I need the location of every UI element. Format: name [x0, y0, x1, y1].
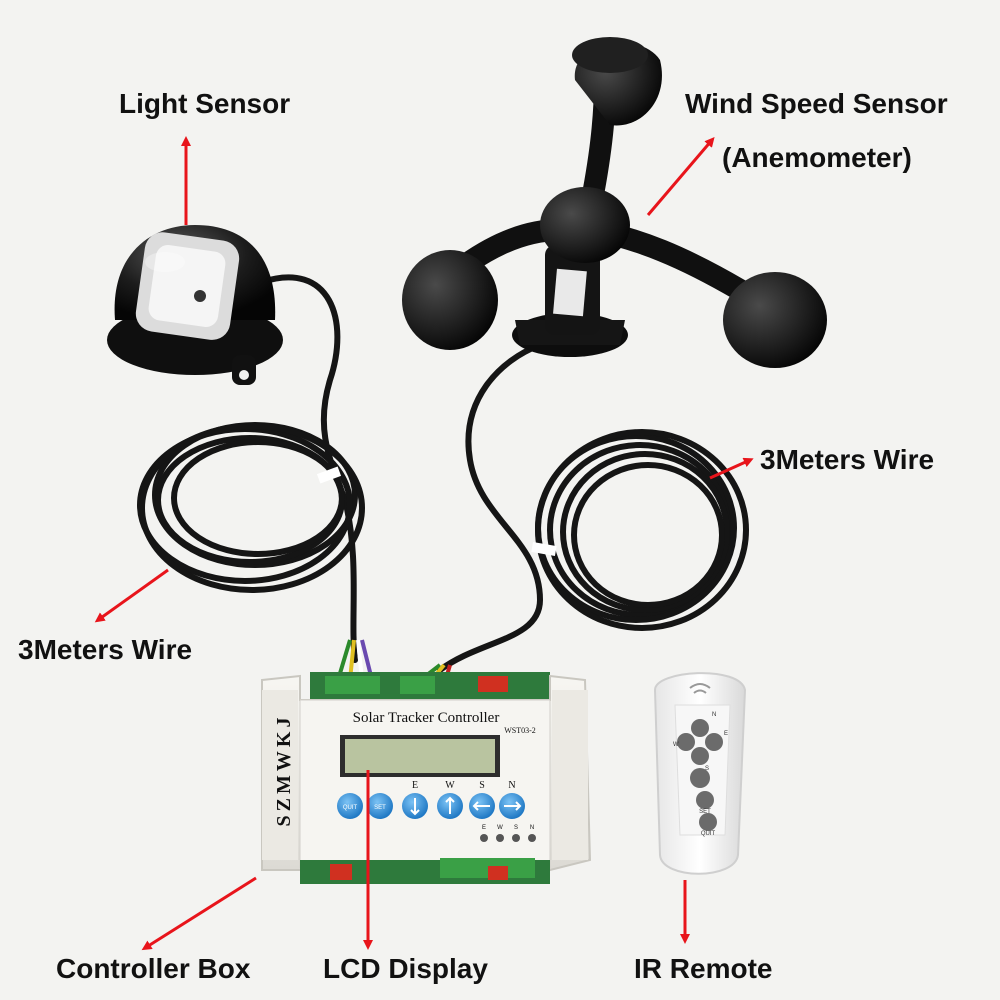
remote-set-button [696, 791, 714, 809]
arrow-wind-sensor [646, 136, 715, 216]
wire-right-label: 3Meters Wire [760, 444, 935, 475]
cable-tie-left [316, 466, 342, 484]
lcd-display-label: LCD Display [323, 953, 488, 984]
led-label-n: N [530, 825, 534, 831]
wind-sensor-label: Wind Speed Sensor [685, 88, 948, 119]
controller-title: Solar Tracker Controller [353, 710, 500, 726]
remote-quit-button [699, 813, 717, 831]
controller-buttons [337, 793, 525, 819]
remote-label-s: S [705, 766, 709, 772]
quit-button [337, 793, 363, 819]
arrow-wire-right [709, 457, 754, 480]
arrow-wire-left [94, 568, 169, 623]
controller-box [261, 672, 592, 884]
light-sensor-cable [137, 274, 365, 663]
dir-label-e: E [412, 780, 418, 791]
remote-center-button [690, 768, 710, 788]
arrow-controller-box [141, 876, 257, 951]
set-button-label: SET [374, 805, 386, 811]
led-label-s: S [514, 825, 518, 831]
anemometer [402, 37, 827, 368]
remote-w-button [677, 733, 695, 751]
ir-remote [653, 672, 747, 875]
controller-box-label: Controller Box [56, 953, 251, 984]
dir-label-s: S [479, 780, 485, 791]
remote-label-e: E [724, 731, 728, 737]
light-sensor-label: Light Sensor [119, 88, 291, 119]
led-label-e: E [482, 825, 486, 831]
set-button [367, 793, 393, 819]
remote-label-w: W [673, 742, 679, 748]
dir-label-w: W [445, 780, 455, 791]
controller-brand: SZMWKJ [273, 714, 295, 827]
wind-sensor-sublabel: (Anemometer) [722, 142, 912, 173]
controller-model: WST03-2 [504, 726, 536, 735]
wire-left-label: 3Meters Wire [18, 634, 193, 665]
quit-button-label: QUIT [343, 805, 358, 811]
dir-label-n: N [508, 780, 515, 791]
remote-s-button [691, 747, 709, 765]
led-label-w: W [497, 825, 503, 831]
remote-quit-label: QUIT [701, 831, 716, 837]
wind-sensor-cable [437, 342, 749, 673]
remote-e-button [705, 733, 723, 751]
cable-tie-right [531, 541, 557, 557]
callout-arrows [94, 136, 754, 951]
light-sensor [107, 225, 283, 385]
ir-remote-label: IR Remote [634, 953, 773, 984]
remote-n-button [691, 719, 709, 737]
remote-set-label: SET [699, 809, 711, 815]
remote-label-n: N [712, 712, 716, 718]
